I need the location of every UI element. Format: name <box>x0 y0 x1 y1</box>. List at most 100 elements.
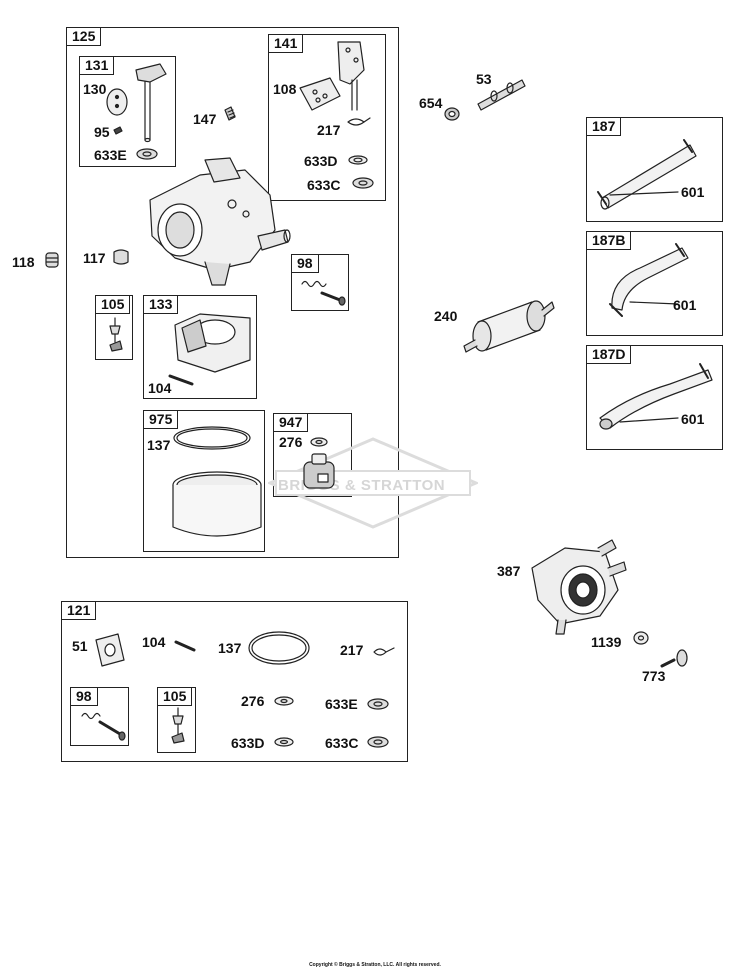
group-975-label: 975 <box>143 410 179 429</box>
part-633c-label-bottom: 633C <box>325 735 359 751</box>
nut-654-icon <box>444 107 460 121</box>
fitting-53-icon <box>477 79 526 111</box>
part-240-label: 240 <box>434 308 458 324</box>
screw-95-icon <box>113 126 123 135</box>
spring-217-bottom-icon <box>373 647 395 656</box>
copyright-notice: Copyright © Briggs & Stratton, LLC. All … <box>309 962 441 968</box>
part-137-label-top: 137 <box>147 437 171 453</box>
group-125-box: 125 <box>66 27 399 558</box>
pin-773-icon <box>660 649 688 668</box>
gasket-137-top-icon <box>173 426 251 450</box>
needle-105-bottom-icon <box>171 707 185 744</box>
fuel-line-187-icon <box>597 139 697 210</box>
group-98-box-top: 98 <box>291 254 349 311</box>
part-276-label-top: 276 <box>279 434 303 450</box>
part-51-label: 51 <box>72 638 88 654</box>
fuel-solenoid-icon <box>303 453 335 489</box>
screw-spring-98-bottom-icon <box>81 712 126 741</box>
part-137-label-bottom: 137 <box>218 640 242 656</box>
screw-spring-98-top-icon <box>301 280 346 306</box>
pin-104-top-icon <box>168 374 194 386</box>
fuel-filter-icon <box>463 300 555 353</box>
group-105-box-bottom: 105 <box>157 687 196 753</box>
part-773-label: 773 <box>642 668 666 684</box>
group-133-box: 133 <box>143 295 257 399</box>
part-387-label: 387 <box>497 563 521 579</box>
group-187d-label: 187D <box>586 345 632 364</box>
group-105-label-bottom: 105 <box>157 687 193 706</box>
part-276-label-bottom: 276 <box>241 693 265 709</box>
float-133-icon <box>174 313 251 373</box>
washer-1139-icon <box>633 631 649 645</box>
leader-601-c <box>619 417 679 423</box>
part-601-label-a: 601 <box>681 184 705 200</box>
throttle-plate-icon <box>106 88 128 116</box>
throttle-shaft-icon <box>135 63 167 143</box>
fuel-pump-icon <box>531 539 627 635</box>
part-130-label: 130 <box>83 81 107 97</box>
seal-633d-top-icon <box>348 155 368 165</box>
group-975-box: 975 <box>143 410 265 552</box>
part-104-label-top: 104 <box>148 380 172 396</box>
group-947-label: 947 <box>273 413 309 432</box>
fuel-line-187d-icon <box>599 363 713 430</box>
pin-104-bottom-icon <box>174 640 196 652</box>
part-601-label-b: 601 <box>673 297 697 313</box>
seal-633e-top-icon <box>136 148 158 160</box>
part-104-label-bottom: 104 <box>142 634 166 650</box>
part-654-label: 654 <box>419 95 443 111</box>
group-187d-box: 187D <box>586 345 723 450</box>
part-217-label-top: 217 <box>317 122 341 138</box>
group-131-box: 131 <box>79 56 176 167</box>
group-121-label: 121 <box>61 601 97 620</box>
part-1139-label: 1139 <box>591 634 622 650</box>
group-98-label-top: 98 <box>291 254 319 273</box>
group-141-box: 141 <box>268 34 386 201</box>
seal-633c-top-icon <box>352 177 374 189</box>
part-633d-label-top: 633D <box>304 153 338 169</box>
needle-105-top-icon <box>109 317 123 352</box>
carburetor-body-icon <box>149 157 291 286</box>
group-133-label: 133 <box>143 295 179 314</box>
group-947-box: 947 <box>273 413 352 497</box>
seal-633c-bottom-icon <box>367 736 389 748</box>
part-118-label: 118 <box>12 254 35 270</box>
group-187b-label: 187B <box>586 231 632 250</box>
seal-633d-bottom-icon <box>274 737 294 747</box>
choke-plate-icon <box>299 77 341 111</box>
group-187-box: 187 <box>586 117 723 222</box>
group-131-label: 131 <box>79 56 115 75</box>
plug-118-icon <box>45 252 59 268</box>
part-633d-label-bottom: 633D <box>231 735 265 751</box>
choke-shaft-icon <box>337 41 365 111</box>
float-bowl-icon <box>172 471 262 537</box>
group-105-box-top: 105 <box>95 295 133 360</box>
part-95-label: 95 <box>94 124 110 140</box>
washer-276-bottom-icon <box>274 696 294 706</box>
part-633e-label-bottom: 633E <box>325 696 358 712</box>
part-633c-label-top: 633C <box>307 177 341 193</box>
spring-217-top-icon <box>347 117 371 126</box>
part-108-label: 108 <box>273 81 297 97</box>
group-125-label: 125 <box>66 27 102 46</box>
group-105-label-top: 105 <box>95 295 131 314</box>
group-187b-box: 187B <box>586 231 723 336</box>
group-187-label: 187 <box>586 117 622 136</box>
part-117-label: 117 <box>83 250 106 266</box>
washer-276-top-icon <box>310 437 328 447</box>
screw-147-icon <box>224 106 236 121</box>
leader-601-a <box>609 191 679 196</box>
plug-117-icon <box>113 249 129 265</box>
leader-601-b <box>629 301 679 305</box>
part-147-label: 147 <box>193 111 217 127</box>
group-141-label: 141 <box>268 34 304 53</box>
group-121-box: 121 <box>61 601 408 762</box>
part-633e-label-top: 633E <box>94 147 127 163</box>
seal-633e-bottom-icon <box>367 698 389 710</box>
part-217-label-bottom: 217 <box>340 642 364 658</box>
gasket-137-bottom-icon <box>248 631 310 665</box>
part-53-label: 53 <box>476 71 492 87</box>
fuel-line-187b-icon <box>609 243 689 317</box>
group-98-box-bottom: 98 <box>70 687 129 746</box>
